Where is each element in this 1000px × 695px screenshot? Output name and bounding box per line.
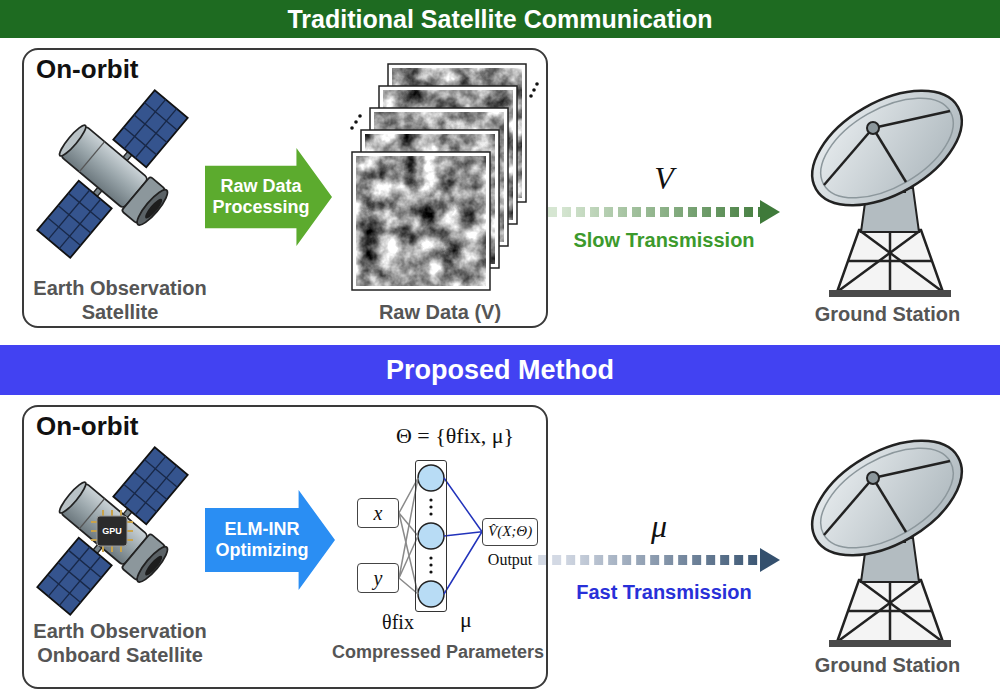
edge-label: V: [654, 160, 674, 197]
data-stack: Raw Data (V): [345, 62, 535, 324]
satellite-figure: Earth Observation Satellite: [20, 88, 220, 324]
satellite-icon: [11, 425, 216, 639]
dish-icon: [793, 417, 981, 647]
transmission-note: Slow Transmission: [573, 229, 754, 252]
output-formula: V̂(X;Θ): [488, 522, 532, 542]
network-connection: [444, 478, 482, 594]
section-banner: Proposed Method: [0, 345, 1000, 395]
banner-title: Proposed Method: [386, 354, 614, 386]
parameter-label: θfix: [382, 611, 414, 634]
figure-caption: Earth Observation Onboard Satellite: [20, 619, 220, 667]
raw-data-stack: [535, 82, 539, 86]
section-banner: Traditional Satellite Communication: [0, 0, 1000, 38]
edge-label: μ: [651, 508, 667, 545]
process-arrow: Raw Data Processing: [205, 148, 332, 246]
raw-data-stack: [354, 120, 358, 124]
gpu-chip: [120, 546, 122, 552]
raw-data-stack: [532, 88, 536, 92]
process-arrow: ELM-INR Optimizing: [205, 490, 335, 590]
orbit-panel: On-orbitEarth Observation SatelliteRaw D…: [22, 48, 548, 328]
arrow-label: Raw Data Processing: [208, 176, 314, 217]
output-node: V̂(X;Θ) Output: [482, 518, 538, 569]
hidden-layer: Θ = {θfix, μ}: [415, 460, 447, 612]
ground-station: Ground Station: [780, 60, 995, 326]
neuron-circles: [418, 465, 444, 607]
raw-data-stack: [352, 152, 490, 290]
gpu-chip: [111, 510, 113, 516]
dish-icon: [793, 67, 981, 297]
gpu-chip: [91, 510, 133, 552]
output-label: Output: [488, 550, 532, 569]
dish-icon: [793, 417, 981, 647]
transmission-arrow: [538, 555, 766, 565]
gpu-chip: [97, 516, 127, 546]
chip-label: GPU: [102, 526, 122, 536]
dish-icon: [793, 67, 981, 297]
neuron-circles: [429, 498, 432, 501]
raw-data-stack: [350, 126, 354, 130]
satellite-icon: [11, 68, 216, 282]
input-label: x: [374, 503, 383, 523]
ground-station: Ground Station: [780, 415, 995, 677]
satellite-icon: [11, 425, 216, 639]
figure-caption: Earth Observation Satellite: [20, 276, 220, 324]
gpu-chip: [127, 521, 133, 523]
neuron-circles: [429, 570, 432, 573]
transmission-note: Fast Transmission: [576, 581, 752, 604]
raw-data-stack: [356, 156, 486, 286]
gpu-chip: [127, 530, 133, 532]
neuron-circles: [429, 512, 432, 515]
input-box: y: [357, 563, 399, 593]
input-label: y: [374, 568, 383, 588]
figure-caption: Ground Station: [815, 302, 961, 326]
gpu-chip: [102, 546, 104, 552]
panel-heading: On-orbit: [36, 54, 139, 85]
neuron-circles: [418, 523, 444, 549]
satellite-figure: Earth Observation Onboard Satellite: [20, 435, 220, 667]
figure-caption: Ground Station: [815, 653, 961, 677]
gpu-chip: [120, 510, 122, 516]
gpu-chip: [91, 510, 133, 552]
arrow-label: ELM-INR Optimizing: [209, 519, 315, 560]
raw-data-stack: [350, 64, 539, 290]
raw-data-stack: [358, 114, 362, 118]
output-frame: V̂(X;Θ): [482, 518, 538, 546]
arrow-shape: [205, 490, 335, 590]
transmission-arrow: [548, 207, 766, 217]
gpu-chip: [127, 539, 133, 541]
parameter-set: Θ = {θfix, μ}: [396, 423, 514, 448]
gpu-chip: [111, 546, 113, 552]
gpu-chip: [91, 521, 97, 523]
neuron-circles: [429, 505, 432, 508]
figure-caption: Raw Data (V): [379, 300, 501, 324]
caption-label: Compressed Parameters: [332, 642, 544, 663]
raw-data-stack: [529, 94, 533, 98]
satellite-icon: [11, 68, 216, 282]
gpu-chip: [91, 530, 97, 532]
banner-title: Traditional Satellite Communication: [287, 4, 712, 34]
input-box: x: [357, 498, 399, 528]
gpu-chip: [91, 539, 97, 541]
arrow-shape: [205, 148, 332, 246]
parameter-label: μ: [460, 607, 472, 632]
gpu-chip: [102, 510, 104, 516]
neuron-circles: [418, 581, 444, 607]
neuron-circles: [429, 563, 432, 566]
neuron-circles: [429, 556, 432, 559]
panel-heading: On-orbit: [36, 411, 139, 442]
neuron-circles: [418, 465, 444, 491]
